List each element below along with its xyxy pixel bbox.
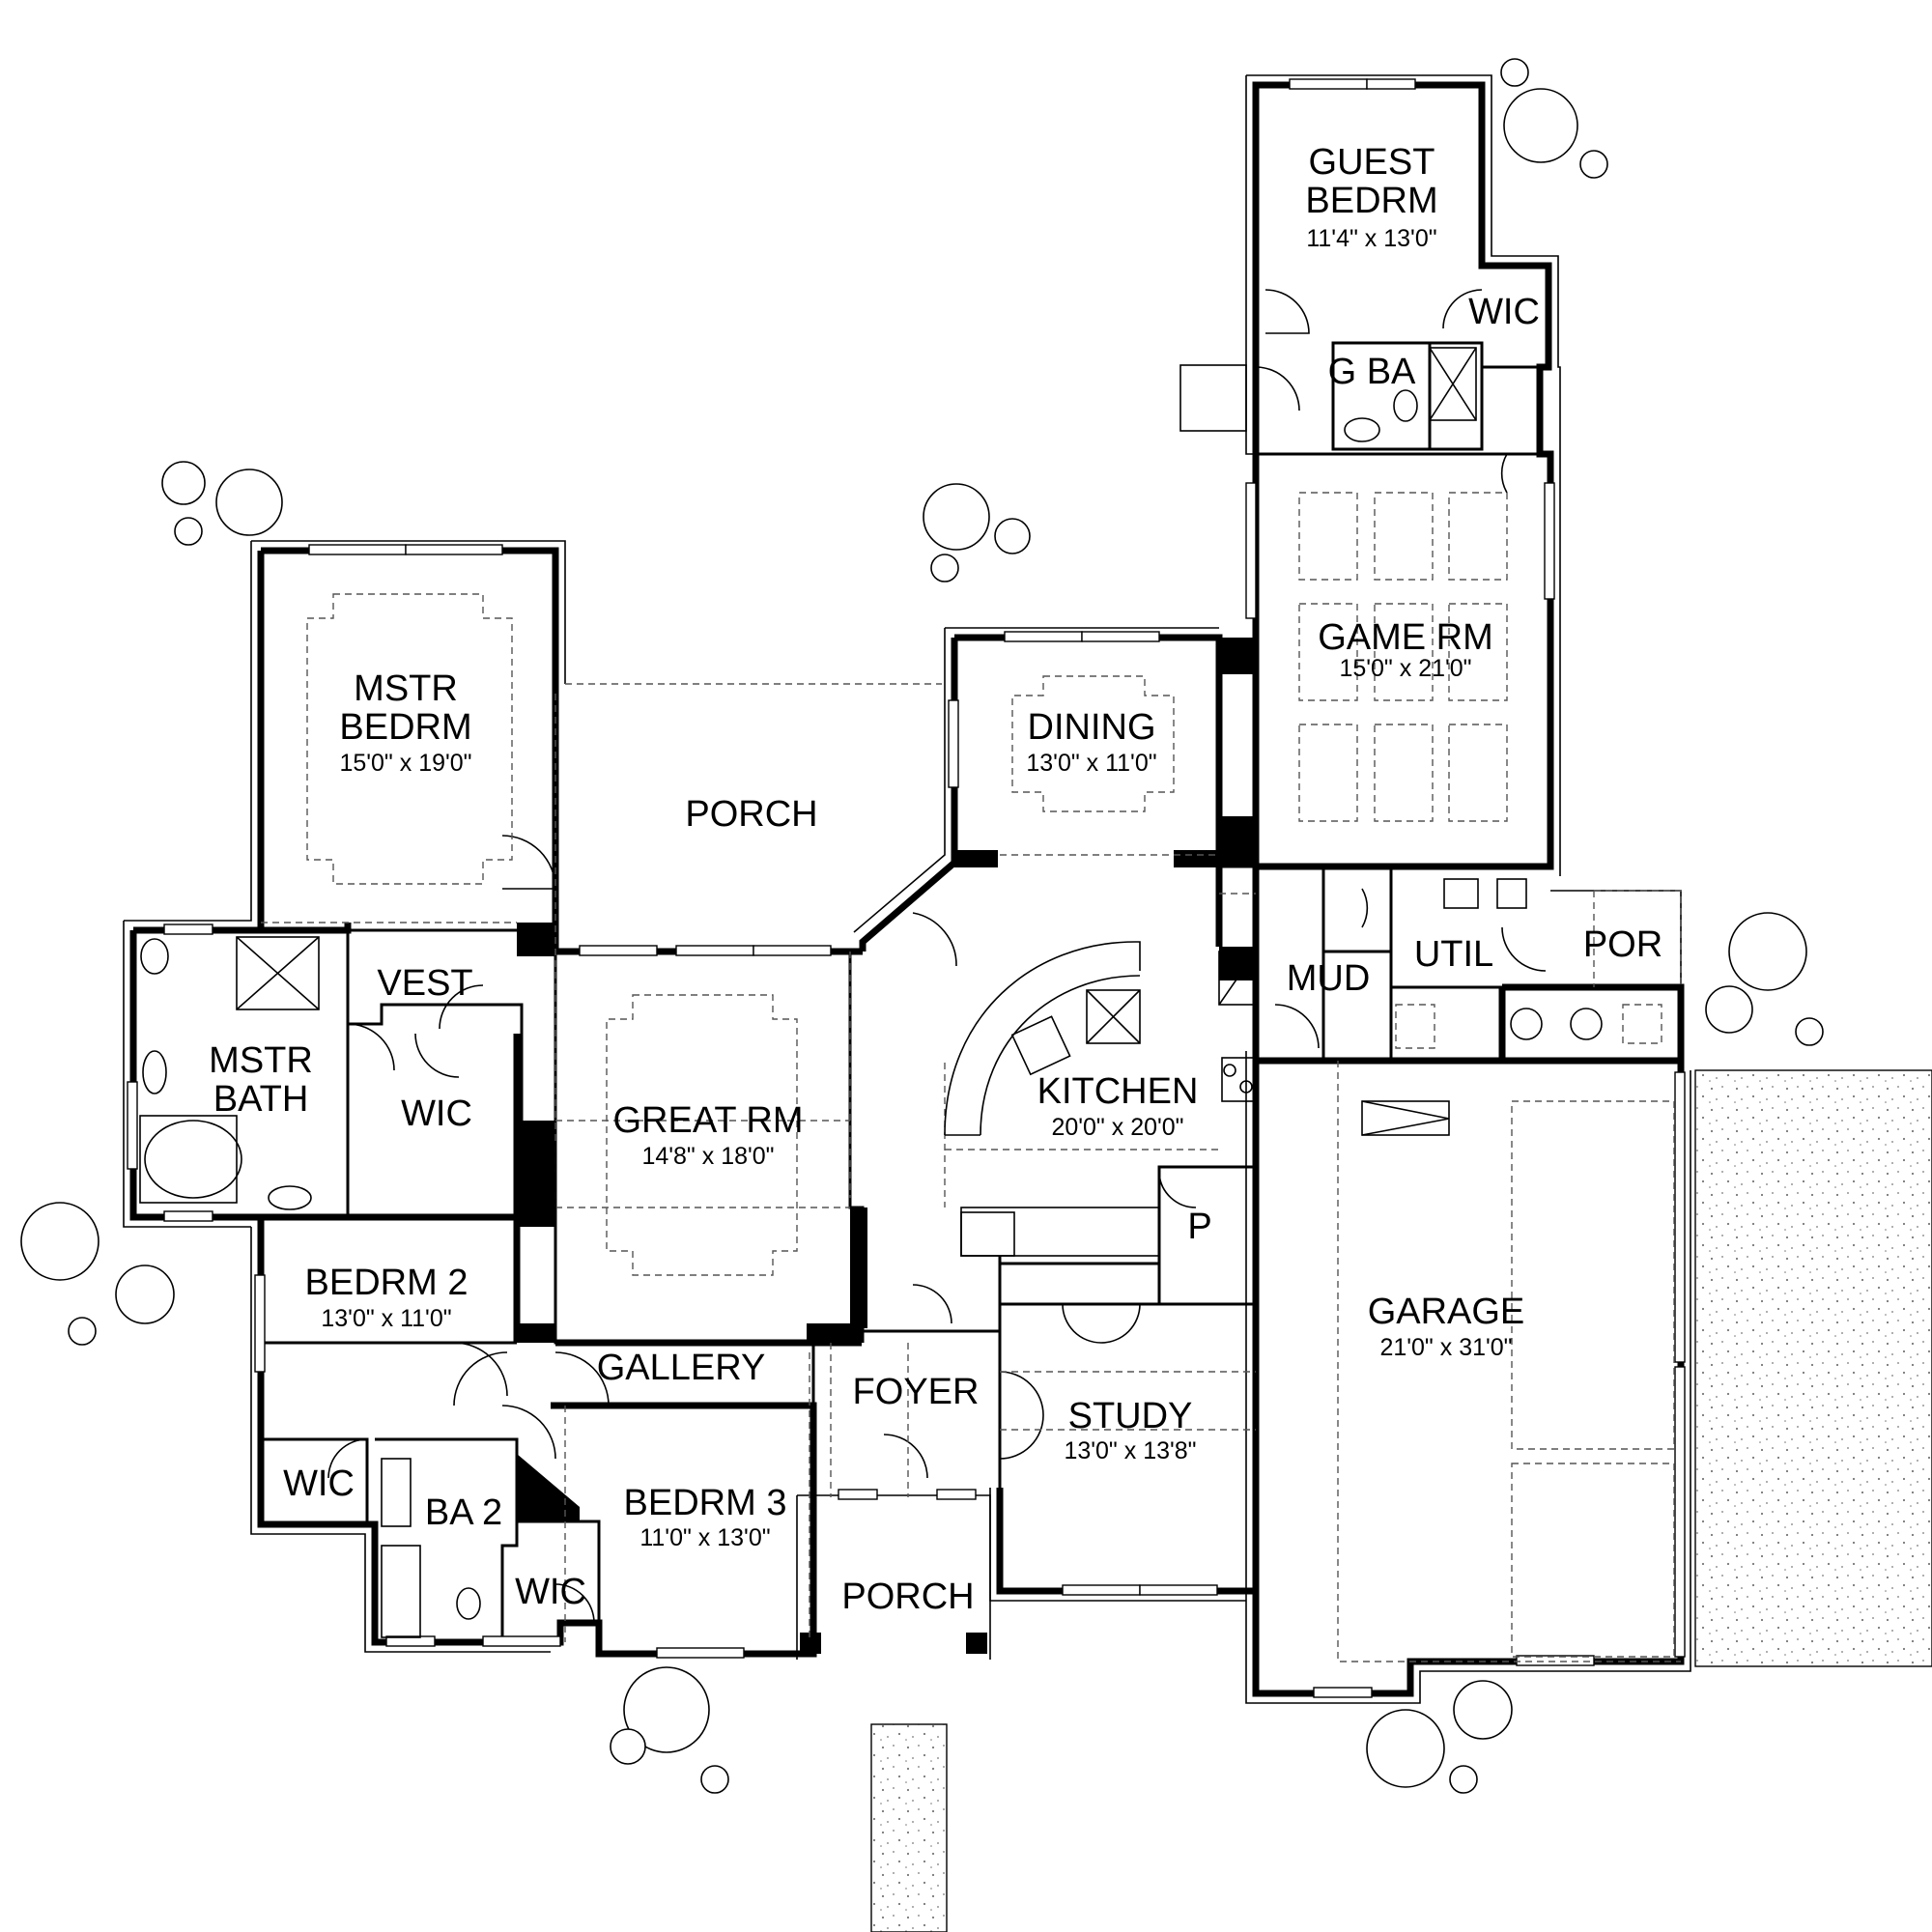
room-label-wic-guest: WIC [1468,292,1540,332]
room-label-por: POR [1583,924,1662,965]
bath-fixtures [139,347,1662,1638]
room-label-wic-bed3: WIC [515,1572,586,1612]
garage-ramp-symbol [1361,1100,1450,1136]
windows [127,78,1686,1698]
room-label-pantry: P [1187,1207,1211,1247]
room-label-dining: DINING [1028,707,1156,748]
room-label-gallery: GALLERY [597,1348,766,1388]
room-dims-mstr-bedrm: 15'0" x 19'0" [339,750,471,777]
room-dims-kitchen: 20'0" x 20'0" [1051,1114,1183,1141]
room-label-kitchen: KITCHEN [1037,1071,1199,1112]
exterior-walls [123,74,1691,1704]
doors [327,289,1547,1624]
room-dims-bedrm-2: 13'0" x 11'0" [321,1305,451,1332]
room-label-game-rm: GAME RM [1318,617,1493,658]
room-label-wic-master: WIC [401,1094,472,1134]
room-label-vest: VEST [377,963,472,1004]
kitchen-fixtures [944,941,1257,1257]
room-dims-study: 13'0" x 13'8" [1064,1437,1196,1464]
room-label-wic-bed2: WIC [283,1463,355,1504]
room-label-garage: GARAGE [1368,1292,1525,1332]
room-label-great-rm: GREAT RM [612,1100,803,1141]
front-walkway [870,1723,948,1932]
ceiling-details [261,492,1682,1662]
room-dims-great-rm: 14'8" x 18'0" [641,1143,774,1170]
structural-posts [517,638,1256,1654]
room-dims-dining: 13'0" x 11'0" [1026,750,1156,777]
room-dims-game-rm: 15'0" x 21'0" [1339,655,1471,682]
landscape-trees [20,58,1824,1794]
room-label-ba-2: BA 2 [425,1492,502,1533]
patio-stub [1179,364,1247,432]
room-label-bedrm-2: BEDRM 2 [305,1263,469,1303]
driveway [1694,1069,1932,1667]
room-label-porch-front: PORCH [841,1577,974,1617]
room-label-bedrm-3: BEDRM 3 [624,1483,787,1523]
room-label-study: STUDY [1068,1396,1193,1436]
room-dims-bedrm-3: 11'0" x 13'0" [639,1524,770,1551]
room-label-foyer: FOYER [853,1372,980,1412]
room-label-porch-rear: PORCH [685,794,817,835]
room-dims-guest-bedrm: 11'4" x 13'0" [1306,225,1436,252]
room-label-g-ba: G BA [1328,352,1416,392]
fireplace [528,1144,556,1218]
room-dims-garage: 21'0" x 31'0" [1379,1334,1512,1361]
room-label-mud: MUD [1287,958,1371,999]
room-label-util: UTIL [1414,934,1493,975]
